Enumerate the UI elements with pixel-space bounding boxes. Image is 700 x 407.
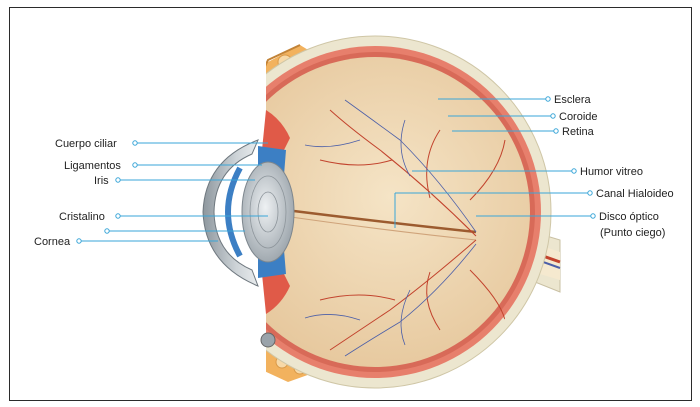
label-iris: Iris <box>94 175 109 187</box>
label-disco-optico: Disco óptico <box>599 211 659 223</box>
label-canal-hialoideo: Canal Hialoideo <box>596 188 674 200</box>
label-cristalino: Cristalino <box>59 211 105 223</box>
label-humor-vitreo: Humor vitreo <box>580 166 643 178</box>
label-coroide: Coroide <box>559 111 598 123</box>
lens <box>242 162 294 262</box>
label-ligamentos: Ligamentos <box>64 160 121 172</box>
label-retina: Retina <box>562 126 595 138</box>
label-punto-ciego: (Punto ciego) <box>600 227 665 239</box>
label-esclera: Esclera <box>554 94 592 106</box>
eyeball <box>180 30 551 400</box>
label-cuerpo-ciliar: Cuerpo ciliar <box>55 138 117 150</box>
label-cornea: Cornea <box>34 236 71 248</box>
